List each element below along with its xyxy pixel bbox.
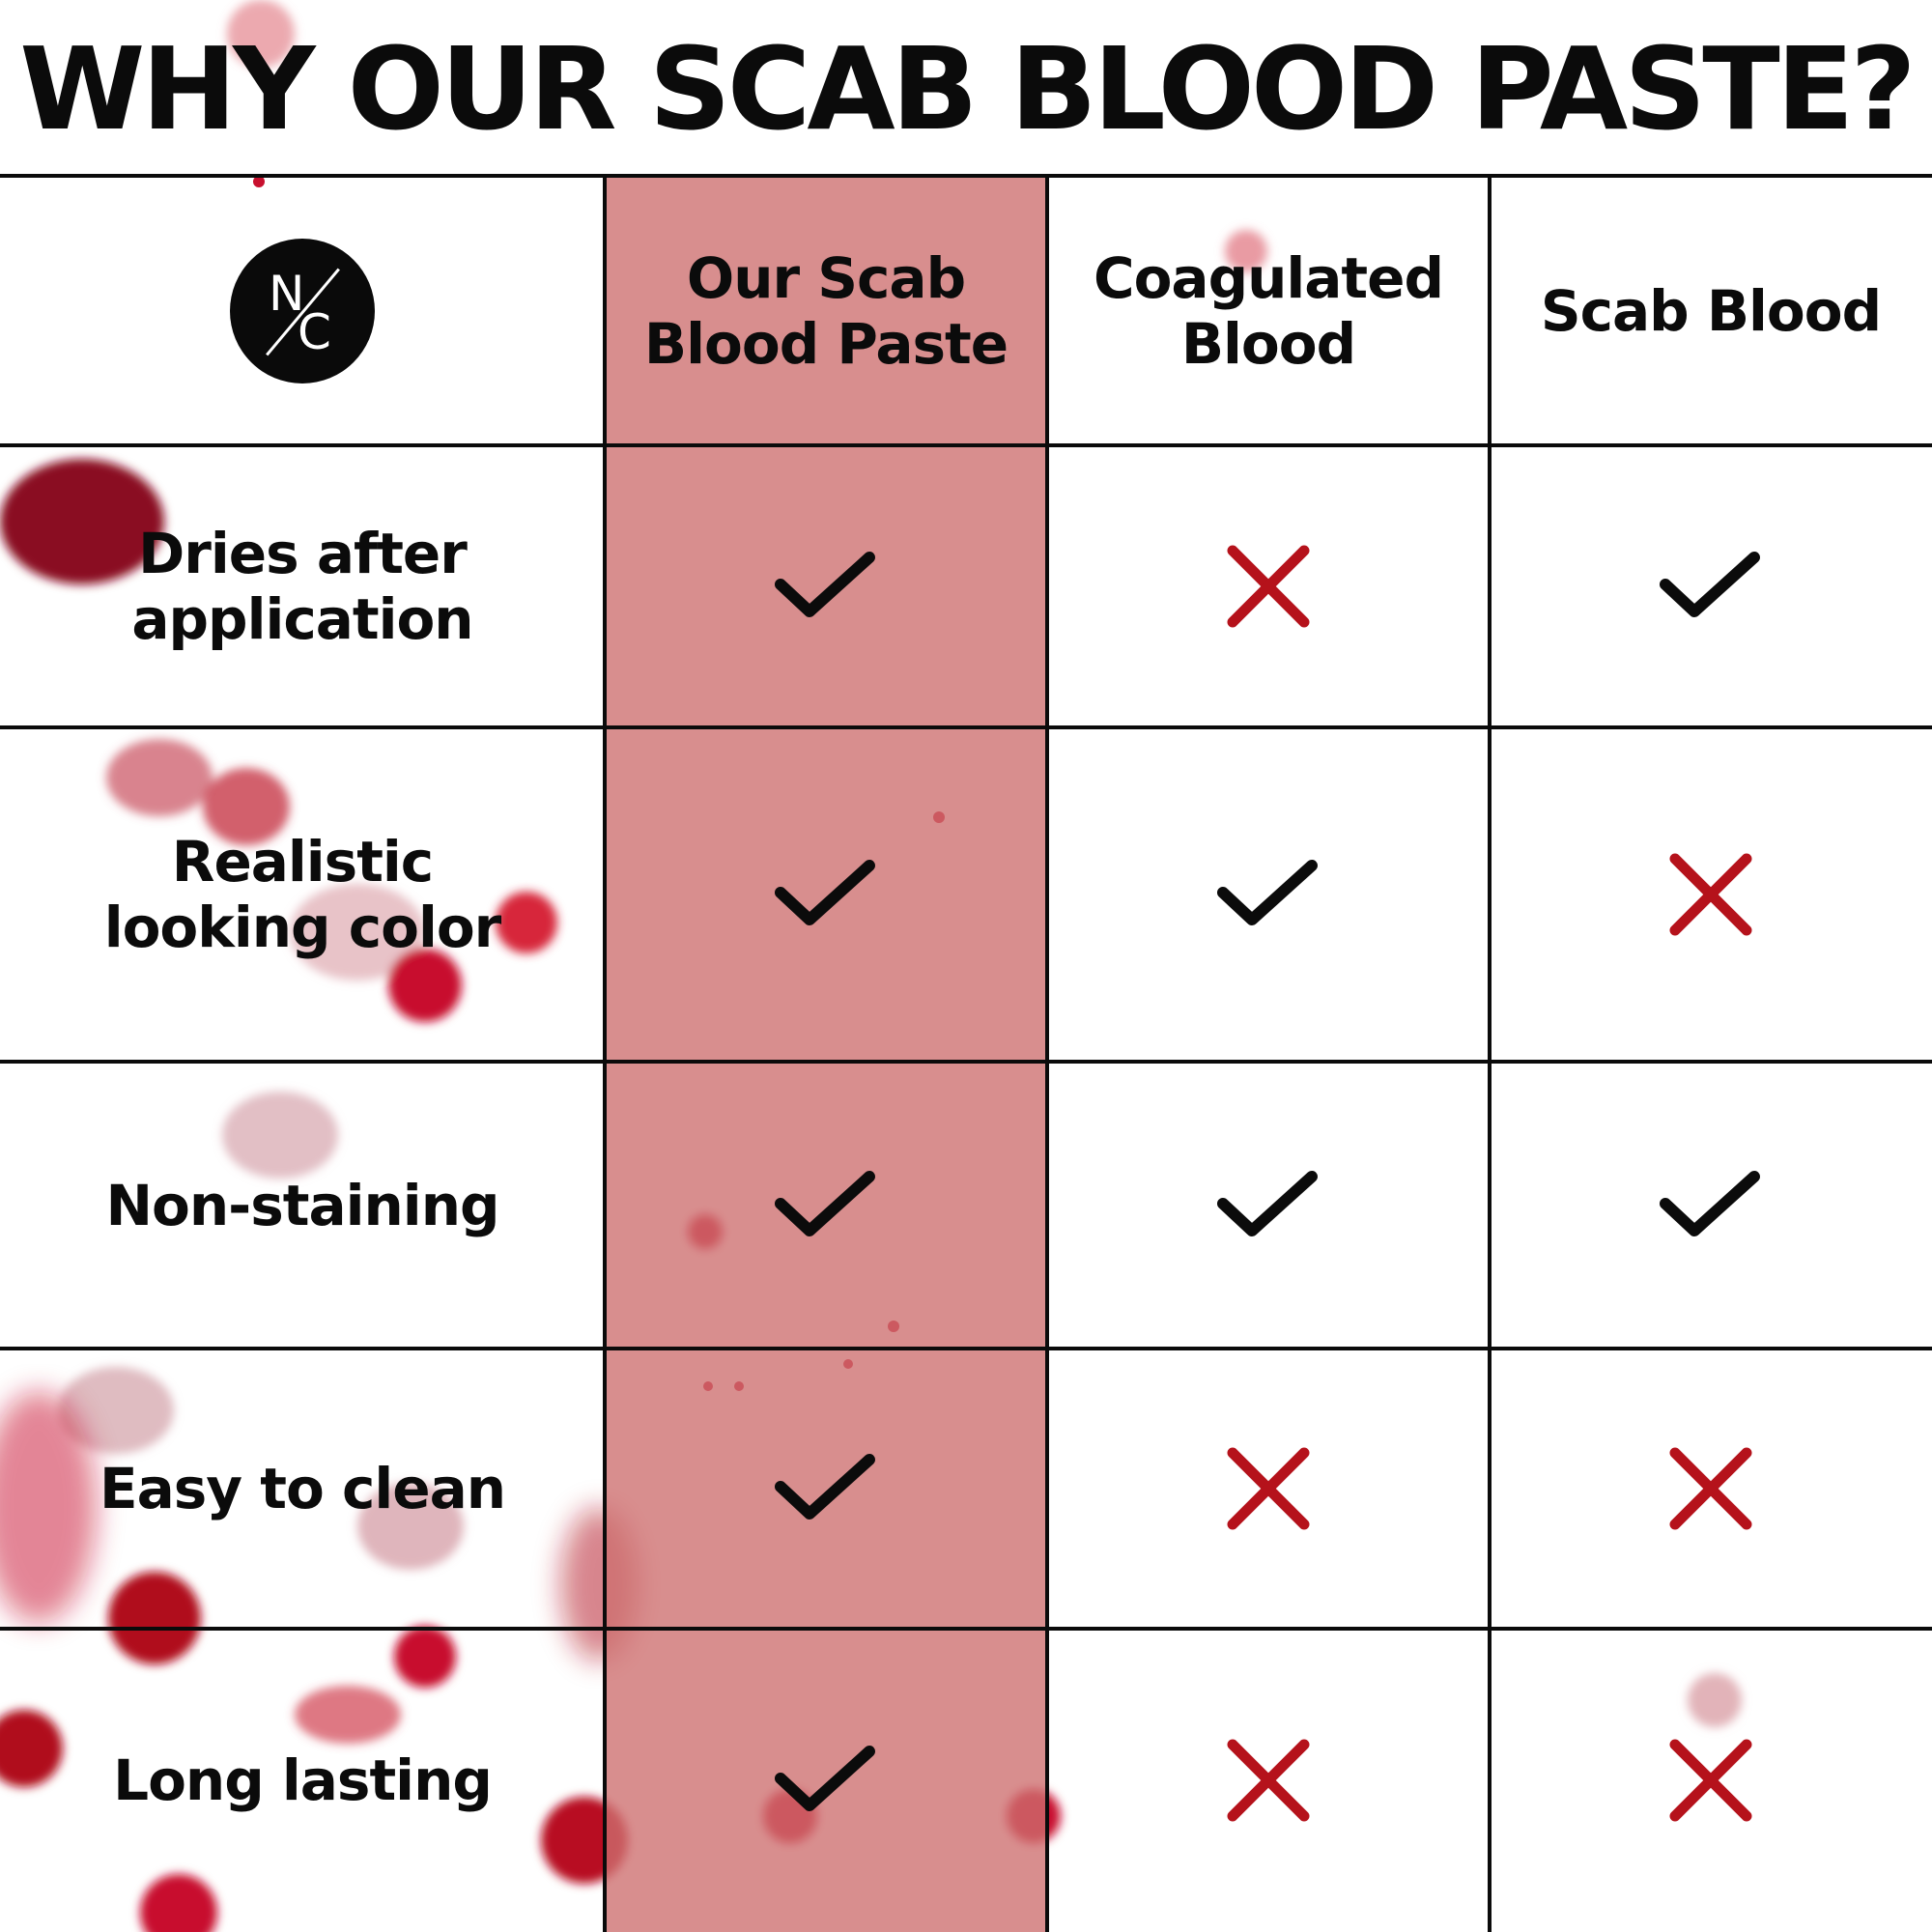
value-cell: [1490, 445, 1932, 727]
check-icon: [773, 1167, 879, 1244]
logo-letter-c: C: [298, 303, 331, 360]
column-header-label: Coagulated Blood: [1094, 244, 1444, 377]
value-cell: [1047, 727, 1490, 1062]
value-cell: [605, 1349, 1047, 1629]
value-cell: [605, 1062, 1047, 1349]
logo-letter-n: N: [269, 265, 305, 322]
check-icon: [1658, 548, 1764, 625]
value-cell: [1047, 1062, 1490, 1349]
column-header-2: Coagulated Blood: [1047, 176, 1490, 445]
value-cell: [605, 1629, 1047, 1932]
row-label: Dries after application: [131, 521, 473, 652]
row-label: Easy to clean: [99, 1456, 506, 1521]
value-cell: [1047, 1629, 1490, 1932]
check-icon: [773, 548, 879, 625]
column-header-label: Our Scab Blood Paste: [643, 244, 1009, 377]
cross-icon: [1667, 1737, 1754, 1824]
highlight-column: [605, 176, 1047, 1932]
value-cell: [605, 727, 1047, 1062]
check-icon: [773, 856, 879, 933]
value-cell: [1047, 445, 1490, 727]
cross-icon: [1225, 1445, 1312, 1532]
row-label: Long lasting: [113, 1747, 493, 1813]
cross-icon: [1225, 543, 1312, 630]
cross-icon: [1667, 1445, 1754, 1532]
value-cell: [1047, 1349, 1490, 1629]
value-cell: [1490, 727, 1932, 1062]
row-label: Realistic looking color: [103, 829, 502, 960]
check-icon: [1215, 856, 1321, 933]
check-icon: [1658, 1167, 1764, 1244]
cross-icon: [1225, 1737, 1312, 1824]
value-cell: [1490, 1629, 1932, 1932]
check-icon: [773, 1742, 879, 1819]
row-label-cell: Long lasting: [0, 1629, 605, 1932]
row-label-cell: Easy to clean: [0, 1349, 605, 1629]
row-label-cell: Non-staining: [0, 1062, 605, 1349]
value-cell: [1490, 1062, 1932, 1349]
check-icon: [1215, 1167, 1321, 1244]
column-header-3: Scab Blood: [1490, 176, 1932, 445]
column-header-1: Our Scab Blood Paste: [605, 176, 1047, 445]
check-icon: [773, 1450, 879, 1527]
column-header-label: Scab Blood: [1540, 277, 1882, 344]
row-label: Non-staining: [105, 1172, 500, 1238]
page-title: WHY OUR SCAB BLOOD PASTE?: [19, 22, 1917, 156]
cross-icon: [1667, 851, 1754, 938]
row-label-cell: Dries after application: [0, 445, 605, 727]
value-cell: [1490, 1349, 1932, 1629]
value-cell: [605, 445, 1047, 727]
row-label-cell: Realistic looking color: [0, 727, 605, 1062]
